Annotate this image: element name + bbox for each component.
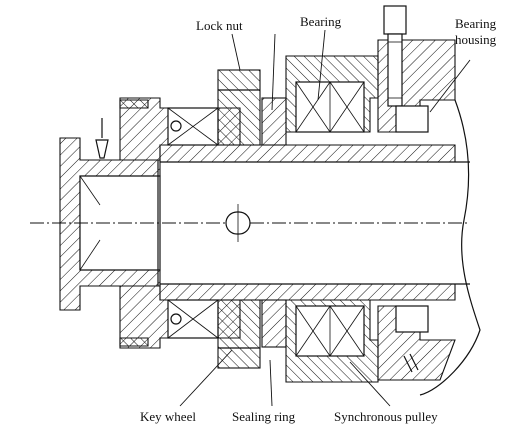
label-synchronous-pulley: Synchronous pulley bbox=[334, 409, 438, 424]
key-wheel-lower bbox=[217, 299, 261, 369]
main-bearing-upper bbox=[295, 81, 365, 133]
left-bearing-upper bbox=[167, 107, 219, 146]
label-lock-nut: Lock nut bbox=[196, 18, 243, 33]
sealing-ring-lower bbox=[261, 299, 287, 348]
lock-nut-upper bbox=[217, 69, 261, 146]
label-key-wheel: Key wheel bbox=[140, 409, 196, 424]
label-bearing: Bearing bbox=[300, 14, 342, 29]
left-bearing-lower bbox=[167, 299, 219, 339]
keyway-symbol bbox=[225, 204, 251, 242]
main-bearing-lower bbox=[295, 305, 365, 357]
bearing-housing bbox=[377, 5, 456, 381]
leader-lines bbox=[179, 29, 471, 407]
label-sealing-ring: Sealing ring bbox=[232, 409, 296, 424]
sealing-ring-upper bbox=[261, 97, 287, 146]
label-bearing-housing-line2: housing bbox=[455, 32, 497, 47]
label-bearing-housing-line1: Bearing bbox=[455, 16, 497, 31]
